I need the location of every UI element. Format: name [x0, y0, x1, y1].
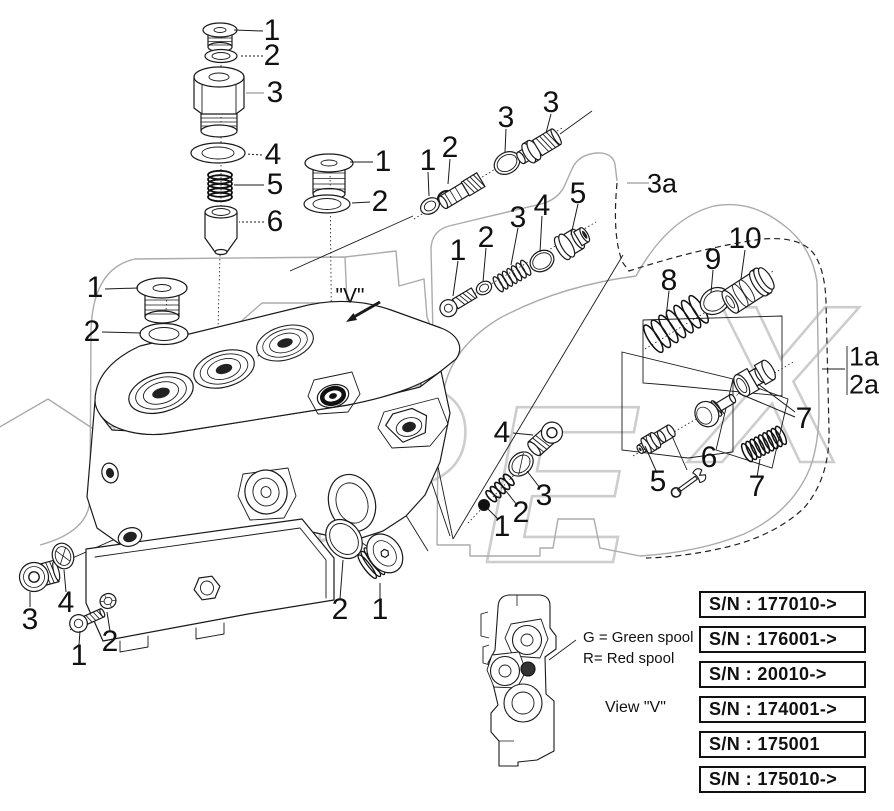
part-ring-relief [529, 249, 555, 273]
serial-number-box-0[interactable]: S/N : 177010-> [699, 591, 866, 618]
leader-lines [29, 29, 796, 646]
seal-port [316, 383, 350, 409]
part-oring-diag [493, 151, 521, 175]
view-arrow-label: "V" [335, 284, 365, 308]
part-spring-2 [485, 473, 515, 503]
part-plug-1-bm [357, 533, 404, 580]
part-spring-top-left [207, 169, 233, 203]
part-plug-3-bl [18, 559, 61, 593]
part-oring-2-bm [325, 518, 363, 560]
view-v-inset [480, 594, 577, 767]
part-detent-spring-7 [740, 425, 788, 463]
part-plug-top-left [202, 22, 238, 53]
detail-label-3a: 3a [646, 168, 678, 199]
serial-number-box-1[interactable]: S/N : 176001-> [699, 626, 866, 653]
rail-port [117, 527, 143, 547]
top-bore [128, 371, 194, 415]
serial-number-text: S/N : 174001-> [709, 699, 838, 719]
part-screw-1-bl [69, 608, 106, 633]
top-bore [256, 324, 314, 362]
part-spool-end-10 [721, 267, 775, 314]
part-poppet-top-left [204, 205, 238, 256]
top-bore [193, 349, 255, 389]
part-seal-washer-top-left [190, 142, 246, 164]
side-bore [327, 473, 377, 533]
serial-number-text: S/N : 175001 [709, 734, 820, 754]
red-spool-legend: R= Red spool [583, 650, 675, 667]
watermark-letter: E [483, 358, 639, 610]
part-ring-4-bl [51, 542, 75, 570]
serial-number-text: S/N : 175010-> [709, 769, 838, 789]
part-screw-relief [439, 287, 478, 318]
part-ball-1 [478, 499, 490, 511]
view-v-caption: View "V" [605, 699, 666, 716]
serial-number-text: S/N : 176001-> [709, 629, 838, 649]
red-spool-dot [520, 661, 536, 677]
rail-hex-port [193, 575, 221, 601]
part-plug-left [136, 277, 188, 324]
serial-number-text: S/N : 177010-> [709, 594, 838, 614]
part-washer-left [139, 322, 189, 346]
part-seat-4 [527, 421, 564, 457]
part-poppet [694, 393, 737, 428]
part-screw-diag [438, 172, 486, 210]
serial-number-box-4[interactable]: S/N : 175001 [699, 731, 866, 758]
part-spool-end-7 [733, 359, 776, 397]
part-fitting-diag [516, 128, 562, 165]
detail-label-2a: 2a [848, 369, 880, 400]
construction-outlines [0, 92, 820, 557]
serial-number-box-3[interactable]: S/N : 174001-> [699, 696, 866, 723]
valve-body [85, 300, 461, 653]
serial-number-box-5[interactable]: S/N : 175010-> [699, 766, 866, 793]
serial-number-text: S/N : 20010-> [709, 664, 827, 684]
dashed-region-3a [614, 182, 830, 559]
green-spool-legend: G = Green spool [583, 629, 694, 646]
part-cap-relief [553, 227, 591, 261]
part-washer-top-left [204, 48, 238, 64]
left-hole [101, 462, 119, 484]
part-spring-relief [492, 259, 532, 293]
part-adapter-top-left [193, 66, 245, 138]
part-spring-8 [643, 294, 709, 354]
part-washer-relief [475, 280, 493, 296]
part-washer-mid [303, 194, 351, 214]
detail-label-1a: 1a [848, 341, 880, 372]
hex-cavity [385, 407, 428, 443]
part-wrench-6 [670, 468, 707, 498]
serial-number-panel: S/N : 177010-> S/N : 176001-> S/N : 20010-… [699, 591, 866, 793]
view-direction-arrow [346, 300, 381, 322]
front-boss [244, 469, 288, 515]
part-oring-3 [508, 451, 534, 477]
part-plug-mid [304, 153, 354, 201]
part-spool-5 [636, 424, 676, 455]
serial-number-box-2[interactable]: S/N : 20010-> [699, 661, 866, 688]
part-washer-2-bl [99, 592, 117, 610]
